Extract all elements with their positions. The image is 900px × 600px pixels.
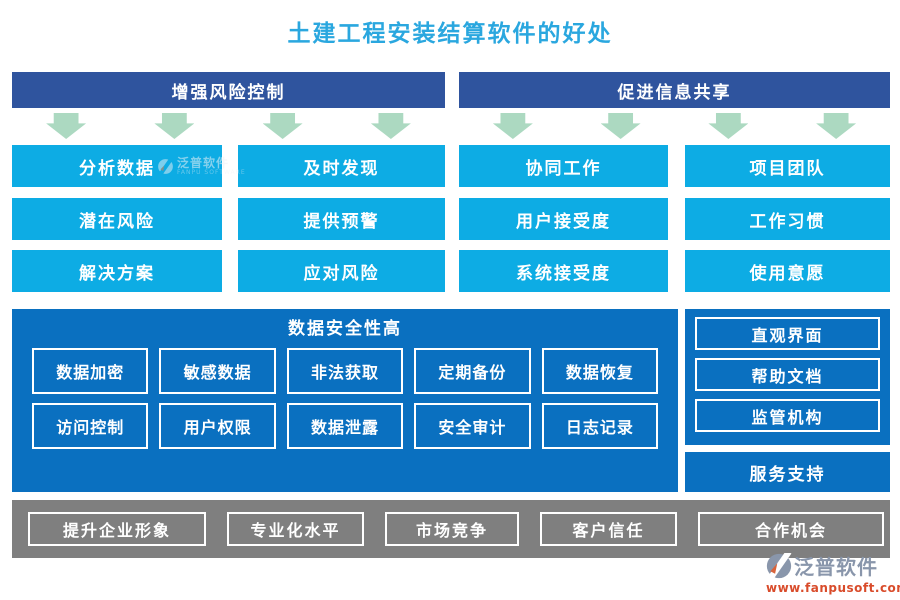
- data-security-title: 数据安全性高: [288, 319, 402, 339]
- risk-item-box: 提供预警: [238, 198, 445, 240]
- security-item-box: 数据恢复: [541, 348, 659, 394]
- share-item-box: 工作习惯: [685, 198, 890, 240]
- share-arrows-row: [459, 113, 890, 140]
- fanpu-logo-icon: [766, 552, 792, 579]
- risk-item-box: 及时发现: [238, 145, 445, 187]
- down-arrow-icon: [154, 113, 195, 139]
- down-arrow-icon: [262, 113, 303, 139]
- support-panel: 直观界面 帮助文档 监管机构: [685, 309, 890, 445]
- support-item-box: 直观界面: [695, 317, 880, 350]
- share-item-box: 使用意愿: [685, 250, 890, 292]
- security-row-2: 访问控制 用户权限 数据泄露 安全审计 日志记录: [12, 403, 678, 449]
- fanpu-brand-row: 泛普软件: [766, 551, 892, 580]
- market-item-box: 客户信任: [540, 512, 677, 546]
- market-item-box: 市场竞争: [385, 512, 519, 546]
- security-item-box: 定期备份: [414, 348, 531, 394]
- market-item-box: 合作机会: [698, 512, 884, 546]
- market-item-box: 提升企业形象: [28, 512, 206, 546]
- risk-header-bar: 增强风险控制: [12, 72, 445, 108]
- risk-item-box: 解决方案: [12, 250, 222, 292]
- market-bar: 提升企业形象 专业化水平 市场竞争 客户信任 合作机会: [12, 500, 890, 558]
- brand-name: 泛普软件: [794, 555, 878, 579]
- page-title: 土建工程安装结算软件的好处: [287, 20, 613, 47]
- share-item-box: 项目团队: [685, 145, 890, 187]
- risk-item-box: 分析数据: [12, 145, 222, 187]
- down-arrow-icon: [492, 113, 533, 139]
- down-arrow-icon: [600, 113, 641, 139]
- data-security-panel: 数据安全性高 数据加密 敏感数据 非法获取 定期备份 数据恢复 访问控制 用户权…: [12, 309, 678, 492]
- share-item-box: 用户接受度: [459, 198, 668, 240]
- share-item-box: 系统接受度: [459, 250, 668, 292]
- fanpu-brand: 泛普软件 www.fanpusoft.com: [766, 551, 900, 595]
- security-item-box: 访问控制: [32, 403, 149, 449]
- security-item-box: 日志记录: [541, 403, 659, 449]
- security-item-box: 数据泄露: [286, 403, 404, 449]
- share-header-bar: 促进信息共享: [459, 72, 890, 108]
- risk-item-box: 应对风险: [238, 250, 445, 292]
- security-row-1: 数据加密 敏感数据 非法获取 定期备份 数据恢复: [12, 348, 678, 394]
- risk-arrows-row: [12, 113, 445, 140]
- support-item-box: 帮助文档: [695, 358, 880, 391]
- market-item-box: 专业化水平: [227, 512, 364, 546]
- service-support-bar: 服务支持: [685, 452, 890, 492]
- security-item-box: 用户权限: [159, 403, 276, 449]
- support-item-box: 监管机构: [695, 399, 880, 432]
- down-arrow-icon: [708, 113, 749, 139]
- risk-item-box: 潜在风险: [12, 198, 222, 240]
- security-item-box: 安全审计: [414, 403, 531, 449]
- security-item-box: 非法获取: [286, 348, 404, 394]
- share-item-box: 协同工作: [459, 145, 668, 187]
- down-arrow-icon: [370, 113, 411, 139]
- down-arrow-icon: [816, 113, 857, 139]
- down-arrow-icon: [46, 113, 87, 139]
- security-item-box: 数据加密: [32, 348, 149, 394]
- brand-url: www.fanpusoft.com: [766, 581, 900, 595]
- security-item-box: 敏感数据: [159, 348, 276, 394]
